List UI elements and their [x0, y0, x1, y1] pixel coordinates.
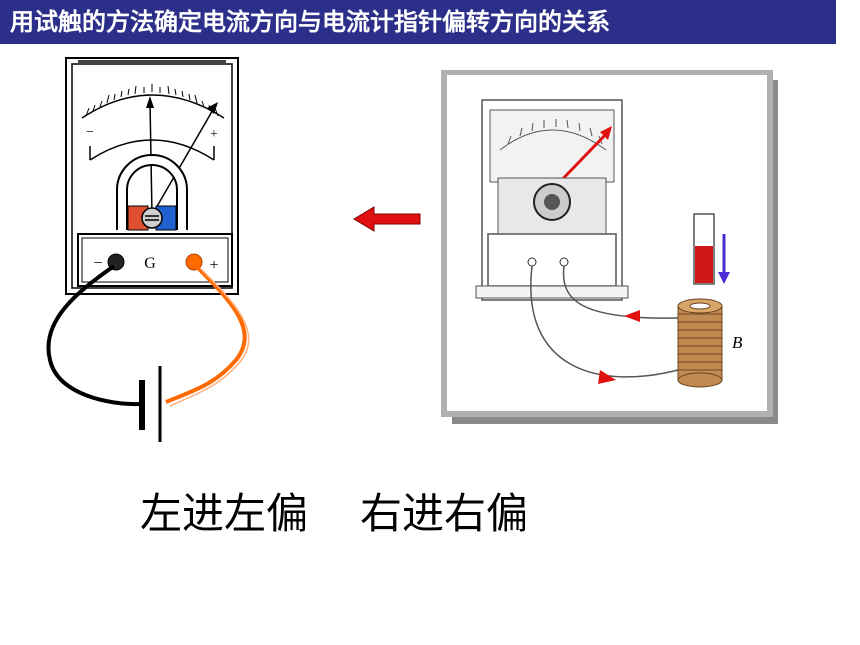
caption-right-in-right-deflect: 右进右偏	[360, 489, 529, 538]
red-arrow-left-icon	[353, 206, 421, 232]
terminal-plus-label: +	[209, 257, 218, 274]
galvanometer-diagram: − + − G +	[46, 57, 250, 442]
wire-bottom	[530, 265, 679, 378]
apparatus-terminal-left	[527, 257, 537, 267]
meter-scale-ticks	[85, 84, 219, 117]
orange-wire	[165, 264, 247, 404]
coil-label: B	[732, 333, 743, 352]
meter-scale-arc	[81, 94, 225, 119]
coil-b	[677, 305, 723, 381]
apparatus-terminal-right	[559, 257, 569, 267]
caption-left-in-left-deflect: 左进左偏	[140, 489, 309, 538]
apparatus-figure: B	[441, 70, 778, 424]
scale-minus-label: −	[86, 125, 94, 140]
current-arrow-bottom	[598, 370, 616, 384]
terminal-g-label: G	[144, 255, 156, 272]
terminal-minus-label: −	[93, 255, 102, 272]
slide-title: 用试触的方法确定电流方向与电流计指针偏转方向的关系	[0, 0, 836, 44]
black-wire	[46, 264, 141, 407]
scale-plus-label: +	[210, 127, 218, 142]
coil-pivot	[141, 207, 163, 229]
wire-top	[562, 265, 679, 319]
pointer-deflected	[151, 107, 215, 216]
current-arrow-top	[624, 310, 640, 322]
